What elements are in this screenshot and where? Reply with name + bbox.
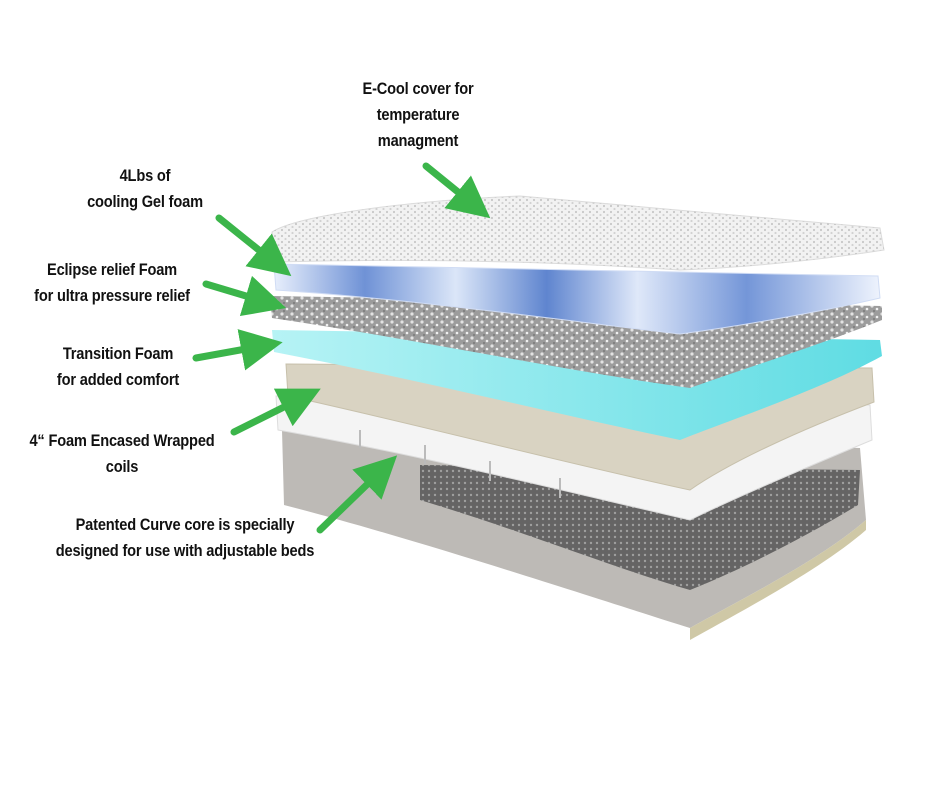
arrows	[192, 162, 491, 534]
label-coils-line1: 4“ Foam Encased Wrapped	[29, 431, 215, 450]
label-transition-foam: Transition Foam for added comfort	[42, 341, 193, 393]
arrow-curve	[316, 455, 398, 534]
label-transition-line1: Transition Foam	[62, 344, 174, 363]
label-cover-line1: E-Cool cover for	[362, 79, 474, 98]
arrow-coils	[230, 388, 321, 436]
label-coils: 4“ Foam Encased Wrapped coils	[21, 428, 224, 480]
gel-foam-layer	[273, 263, 881, 335]
label-transition-line2: for added comfort	[56, 370, 180, 389]
label-curve-core: Patented Curve core is specially designe…	[43, 512, 327, 564]
arrow-cover	[422, 162, 491, 219]
label-cover: E-Cool cover for temperature managment	[332, 76, 504, 154]
label-eclipse-line2: for ultra pressure relief	[34, 286, 190, 305]
label-gel-line1: 4Lbs of	[119, 166, 171, 185]
label-gel-foam: 4Lbs of cooling Gel foam	[63, 163, 226, 215]
label-cover-line3: managment	[377, 131, 459, 150]
label-cover-line2: temperature	[376, 105, 460, 124]
cover-layer	[271, 195, 885, 271]
label-curve-line2: designed for use with adjustable beds	[55, 541, 315, 560]
arrow-transition	[192, 329, 283, 371]
arrow-gel	[215, 214, 292, 277]
label-gel-line2: cooling Gel foam	[87, 192, 203, 211]
arrow-eclipse	[202, 275, 287, 317]
label-curve-line1: Patented Curve core is specially	[75, 515, 295, 534]
label-eclipse-foam: Eclipse relief Foam for ultra pressure r…	[19, 257, 205, 309]
label-coils-line2: coils	[105, 457, 139, 476]
label-eclipse-line1: Eclipse relief Foam	[47, 260, 177, 279]
